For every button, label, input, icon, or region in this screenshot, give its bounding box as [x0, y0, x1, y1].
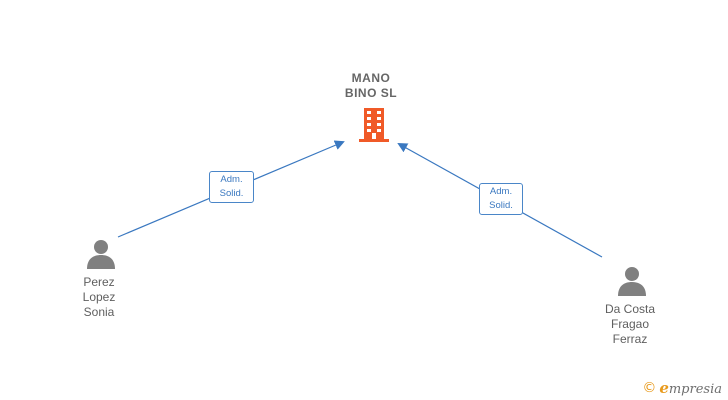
role-badge-da-costa-fragao-ferraz[interactable]: Adm. Solid. — [479, 183, 523, 215]
brand-name: mpresia — [668, 382, 722, 397]
company-name-line2: BINO SL — [344, 86, 398, 100]
person-name-line3: Ferraz — [612, 332, 648, 346]
role-badge-line1: Adm. — [489, 186, 513, 197]
brand-wordmark: empresia — [659, 379, 722, 397]
role-badge-line1: Adm. — [220, 174, 243, 185]
brand-initial: e — [659, 379, 669, 397]
role-badge-perez-lopez-sonia[interactable]: Adm. Solid. — [209, 171, 254, 203]
person-icon[interactable] — [617, 266, 647, 296]
role-badge-line2: Solid. — [489, 200, 513, 211]
person-name-da-costa-fragao-ferraz[interactable]: Da Costa Fragao Ferraz — [575, 302, 685, 347]
person-name-line2: Lopez — [82, 290, 116, 304]
building-icon[interactable] — [358, 108, 390, 142]
role-badge-line2: Solid. — [219, 188, 244, 199]
person-name-line3: Sonia — [83, 305, 115, 319]
brand-logo: © empresia — [642, 378, 722, 398]
person-name-line1: Perez — [83, 275, 115, 289]
company-name[interactable]: MANO BINO SL — [320, 71, 422, 101]
person-name-perez-lopez-sonia[interactable]: Perez Lopez Sonia — [44, 275, 154, 320]
person-icon[interactable] — [86, 239, 116, 269]
person-name-line2: Fragao — [610, 317, 650, 331]
company-name-line1: MANO — [351, 71, 391, 85]
copyright-icon: © — [642, 380, 657, 396]
person-name-line1: Da Costa — [604, 302, 656, 316]
